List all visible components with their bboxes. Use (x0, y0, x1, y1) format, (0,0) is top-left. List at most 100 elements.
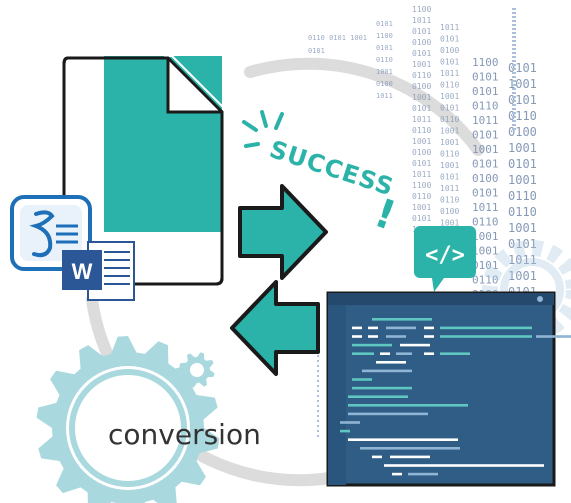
code-line (386, 326, 416, 330)
binary-text: 1001 (440, 127, 459, 136)
binary-text: 0100 (440, 46, 459, 55)
binary-text: 0101 (412, 214, 431, 223)
code-lines (340, 318, 571, 476)
binary-text: 1011 (412, 170, 431, 179)
binary-text: 1011 (472, 201, 499, 214)
binary-text: 0110 (472, 274, 499, 287)
code-line (440, 352, 470, 355)
code-line (352, 343, 392, 347)
code-line (408, 472, 438, 476)
binary-text: 0101 (508, 237, 537, 251)
binary-text: 1100 (412, 5, 431, 14)
binary-text: 0110 (440, 150, 459, 159)
backward-arrow-icon (230, 280, 320, 376)
small-gear-icon (179, 352, 215, 388)
code-line (372, 455, 382, 459)
binary-text: 0110 (472, 100, 499, 113)
binary-text: 0101 (440, 104, 459, 113)
binary-text: 0110 (472, 216, 499, 229)
code-line (536, 335, 571, 338)
binary-text: 0101 (472, 259, 499, 272)
code-editor-window (326, 291, 571, 487)
code-line (440, 326, 532, 330)
code-line (440, 335, 532, 338)
conversion-gear-icon (36, 336, 220, 503)
binary-text: 0110 (376, 56, 393, 64)
binary-text: 1011 (440, 69, 459, 78)
code-line (362, 369, 412, 373)
binary-text: 0110 (412, 71, 431, 80)
exclamation-mark: ! (369, 190, 402, 239)
binary-text: 0101 (412, 159, 431, 168)
binary-text: 1100 (412, 181, 431, 190)
binary-text: 1001 (412, 203, 431, 212)
binary-text: 1011 (508, 253, 537, 267)
code-line (384, 464, 544, 467)
binary-text: 0101 (412, 27, 431, 36)
code-line (352, 335, 362, 338)
binary-text: 0101 (472, 187, 499, 200)
code-line (348, 404, 468, 407)
binary-text: 1100 (472, 56, 499, 69)
binary-text: 0101 (440, 58, 459, 67)
binary-text: 0101 (440, 35, 459, 44)
binary-text: 1100 (376, 32, 393, 40)
code-line (368, 326, 378, 330)
forward-arrow-icon (238, 184, 328, 280)
binary-text: 0101 (308, 47, 325, 55)
binary-text: 0101 (412, 104, 431, 113)
binary-text: 1011 (440, 23, 459, 32)
binary-text: 0100 (472, 172, 499, 185)
code-badge: </> (414, 226, 476, 292)
binary-text: 1001 (440, 219, 459, 228)
document-icon (62, 55, 227, 286)
code-line (348, 395, 408, 398)
code-line (424, 335, 434, 338)
binary-text: 1001 (508, 221, 537, 235)
binary-text: 0101 (376, 44, 393, 52)
binary-text: 0110 (440, 115, 459, 124)
binary-text: 0100 (376, 80, 393, 88)
binary-text: 1001 (376, 68, 393, 76)
binary-text: 0110 (508, 189, 537, 203)
binary-text: 0101 (440, 173, 459, 182)
binary-text: 0101 (472, 71, 499, 84)
binary-text: 1001 (440, 92, 459, 101)
binary-text: 1011 (412, 16, 431, 25)
binary-text: 0100 (440, 207, 459, 216)
binary-text: 1001 (472, 143, 499, 156)
binary-text: 0101 (472, 85, 499, 98)
code-line (348, 438, 458, 441)
binary-text: 1011 (376, 92, 393, 100)
binary-text: 1001 (508, 173, 537, 187)
binary-text: 0100 (412, 82, 431, 91)
binary-text: 0110 (508, 205, 537, 219)
code-line (372, 318, 432, 321)
code-line (352, 352, 374, 355)
binary-text: 0100 (508, 125, 537, 139)
binary-text: 0101 (472, 158, 499, 171)
binary-text: 0110 (412, 192, 431, 201)
conversion-text: conversion (108, 418, 261, 451)
binary-text: 1001 (412, 60, 431, 69)
code-line (352, 378, 372, 381)
code-line (352, 326, 362, 330)
code-line (390, 455, 430, 459)
binary-text: 1011 (472, 114, 499, 127)
binary-text: 0110 (440, 81, 459, 90)
binary-text: 0101 (508, 157, 537, 171)
binary-text: 1001 (472, 230, 499, 243)
word-letter: W (72, 259, 93, 284)
code-line (386, 335, 406, 338)
binary-text: 0101 (376, 20, 393, 28)
code-line (340, 421, 360, 424)
code-line (400, 343, 430, 347)
binary-data-stream: 0110 0101 100101010101110001010110100101… (308, 5, 537, 440)
code-line (368, 335, 378, 338)
binary-text: 1001 (508, 269, 537, 283)
binary-text: 1001 (412, 93, 431, 102)
binary-text: 1001 (472, 245, 499, 258)
code-line (392, 472, 402, 476)
code-line (424, 352, 434, 355)
